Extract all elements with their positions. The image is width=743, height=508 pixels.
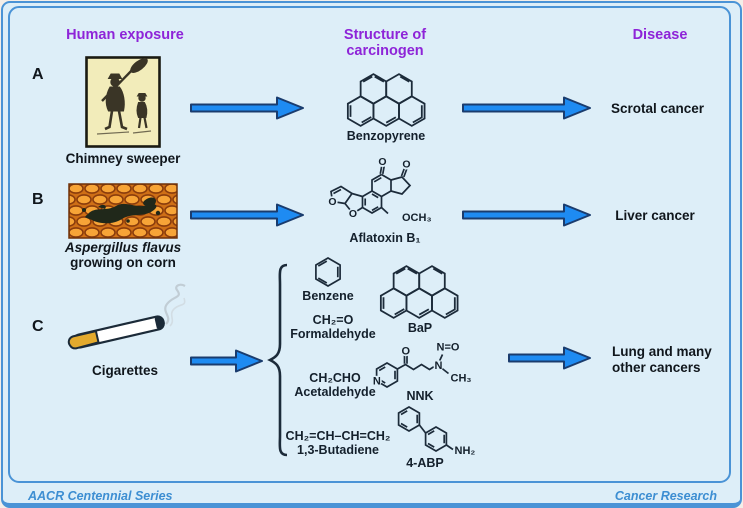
disease-scrotal-cancer: Scrotal cancer [610,101,705,116]
header-disease: Disease [632,27,688,43]
caption-aspergillus: Aspergillus flavus growing on corn [43,240,203,270]
arrow-icon [462,203,591,227]
caption-cigarettes: Cigarettes [91,363,159,378]
arrow-icon [190,203,304,227]
row-label-a: A [32,66,44,83]
label-benzopyrene: Benzopyrene [346,129,426,143]
cigarette-tip [154,316,164,329]
label-aflatoxin: Aflatoxin B₁ [349,231,421,245]
butadiene-block: CH₂=CH–CH=CH₂ 1,3-Butadiene [276,429,400,457]
label-bap: BaP [407,321,433,335]
benzopyrene-structure [346,73,426,127]
footer-series-title: AACR Centennial Series [28,489,173,503]
aflatoxin-structure: O O O O OCH₃ [327,156,432,224]
atom-o: O [402,159,410,171]
caption-chimney-sweeper: Chimney sweeper [65,151,181,166]
label-formaldehyde: Formaldehyde [290,327,376,341]
label-acetaldehyde: Acetaldehyde [294,385,376,399]
atom-ch3: CH₃ [451,373,472,385]
abp-structure: NH₂ [397,406,476,457]
arrow-icon [190,349,263,373]
formaldehyde-block: CH₂=O Formaldehyde [282,313,384,341]
atom-o: O [349,208,357,220]
broom-bristles [130,58,148,73]
header-structure-of-carcinogen: Structure of carcinogen [343,27,427,59]
formula-formaldehyde: CH₂=O [312,313,354,327]
chimney-sweeper-illustration [85,56,161,148]
brace-icon [267,263,288,457]
bap-structure [379,265,459,319]
label-nnk: NNK [406,389,434,403]
sweeper-figures [96,58,152,135]
formula-butadiene: CH₂=CH–CH=CH₂ [285,429,391,443]
caption-aspergillus-line2: growing on corn [70,254,176,270]
corn-aspergillus-illustration [68,183,178,239]
mold-blob [82,197,161,224]
cigarette-illustration [67,283,186,350]
atom-o: O [328,196,336,208]
disease-liver-cancer: Liver cancer [615,208,695,223]
arrow-icon [190,96,304,120]
caption-aspergillus-line1: Aspergillus flavus [64,240,182,255]
atom-n: N [373,376,381,388]
atom-nh2: NH₂ [455,445,476,457]
atom-och3: OCH₃ [402,212,432,224]
label-butadiene: 1,3-Butadiene [297,443,379,457]
atom-n-eq-o: N=O [437,342,460,354]
row-label-c: C [32,318,44,335]
row-label-b: B [32,191,44,208]
formula-acetaldehyde: CH₂CHO [309,371,361,385]
footer-journal-title: Cancer Research [614,489,717,503]
label-abp: 4-ABP [406,456,444,470]
atom-o: O [378,156,386,168]
disease-lung-cancer: Lung and many other cancers [612,344,712,375]
header-human-exposure: Human exposure [66,27,184,43]
atom-n: N [435,360,443,372]
atom-o: O [402,346,411,358]
cigarette-filter [67,329,100,350]
smoke [164,283,186,327]
arrow-icon [462,96,591,120]
label-benzene: Benzene [302,289,354,303]
acetaldehyde-block: CH₂CHO Acetaldehyde [282,371,388,399]
benzene-structure [315,257,341,287]
arrow-icon [508,346,591,370]
nnk-structure: N O N N=O CH₃ [371,342,472,388]
aflatoxin-atom-labels: O O O O OCH₃ [327,156,432,224]
